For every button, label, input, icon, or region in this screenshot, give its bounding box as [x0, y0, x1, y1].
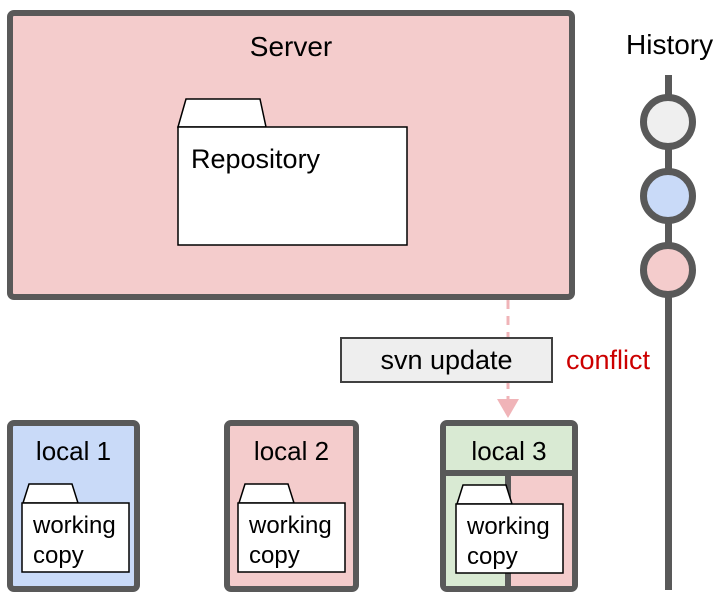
- local-2-box: local 2 working copy: [224, 420, 359, 592]
- folder-icon: [455, 484, 564, 574]
- local-3-header-cell: [446, 426, 572, 470]
- repository-folder: Repository: [177, 97, 409, 247]
- working-copy-label: working copy: [249, 512, 332, 569]
- history-node-latest-icon: [640, 242, 696, 298]
- repository-label: Repository: [191, 144, 321, 174]
- local-2-working-copy-folder: working copy: [237, 482, 346, 573]
- history-node-oldest-icon: [640, 94, 696, 150]
- local-1-working-copy-folder: working copy: [21, 482, 130, 573]
- local-3-box: local 3 working copy: [440, 420, 578, 592]
- server-label: Server: [249, 31, 333, 62]
- local-3-label: local 3: [471, 436, 547, 466]
- history-title: History: [626, 29, 714, 60]
- server-box: Server Repository: [7, 10, 575, 300]
- working-copy-label: working copy: [467, 513, 550, 570]
- working-copy-label: working copy: [33, 512, 116, 569]
- local-2-label: local 2: [253, 436, 330, 466]
- local-1-label: local 1: [35, 436, 112, 466]
- update-arrowhead-icon: [497, 399, 519, 418]
- local-1-box: local 1 working copy: [7, 420, 140, 592]
- history-timeline-line: [665, 75, 672, 590]
- folder-icon: [21, 483, 130, 573]
- conflict-label: conflict: [566, 345, 651, 375]
- folder-icon: [177, 98, 408, 246]
- local-3-working-copy-folder: working copy: [455, 483, 564, 574]
- folder-icon: [237, 483, 346, 573]
- svn-update-box: svn update: [340, 337, 553, 383]
- svn-update-label: svn update: [380, 344, 513, 375]
- history-node-middle-icon: [640, 168, 696, 224]
